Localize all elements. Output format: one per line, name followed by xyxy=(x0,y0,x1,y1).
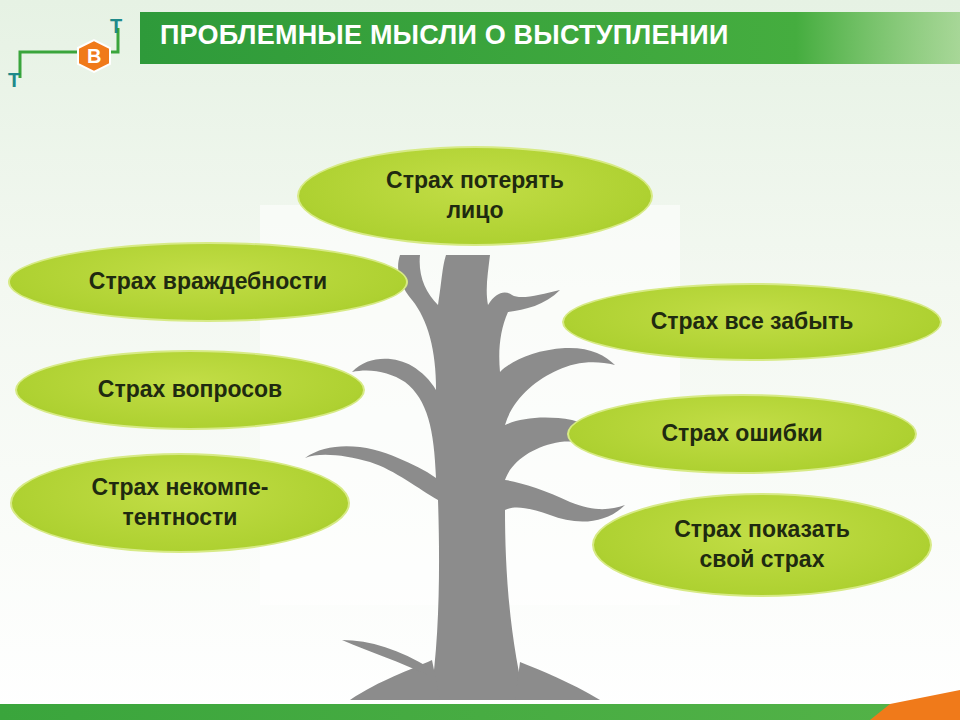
fear-ellipse: Страх вопросов xyxy=(15,350,365,430)
fear-ellipse: Страх показать свой страх xyxy=(592,493,932,597)
logo-letter: Т xyxy=(110,16,122,36)
slide-title: ПРОБЛЕМНЫЕ МЫСЛИ О ВЫСТУПЛЕНИИ xyxy=(160,20,729,51)
fear-ellipse: Страх потерять лицо xyxy=(297,146,654,246)
logo-letter: В xyxy=(87,46,101,66)
fear-label: Страх некомпе- тентности xyxy=(73,473,288,533)
fear-ellipse: Страх некомпе- тентности xyxy=(10,453,350,553)
fear-label: Страх все забыть xyxy=(651,307,854,337)
footer-accent xyxy=(870,690,960,720)
logo-letter: Т xyxy=(8,70,20,90)
fear-label: Страх враждебности xyxy=(89,267,327,297)
fear-ellipse: Страх все забыть xyxy=(562,283,942,361)
logo xyxy=(20,28,118,78)
fear-ellipse: Страх ошибки xyxy=(567,394,917,474)
footer-bar xyxy=(0,704,960,720)
header-bar xyxy=(140,12,960,64)
fear-label: Страх потерять лицо xyxy=(355,166,595,226)
fear-label: Страх ошибки xyxy=(661,419,822,449)
fear-label: Страх вопросов xyxy=(98,375,282,405)
fear-ellipse: Страх враждебности xyxy=(8,242,408,322)
fear-label: Страх показать свой страх xyxy=(652,515,872,575)
